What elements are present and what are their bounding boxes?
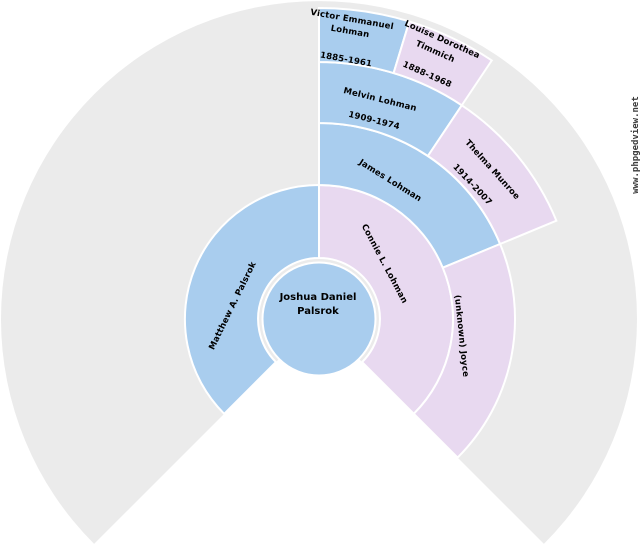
center-person-circle[interactable] bbox=[261, 261, 377, 377]
segment-victor-emmanuel-lohman[interactable] bbox=[318, 6, 411, 75]
center-person-name-line2[interactable]: Palsrok bbox=[297, 306, 339, 317]
segment-louise-dorothea-timmich[interactable] bbox=[392, 20, 494, 107]
phpgedview-watermark: www.phpgedview.net bbox=[631, 96, 640, 194]
center-person-name-line1[interactable]: Joshua Daniel bbox=[279, 292, 357, 303]
segment-matthew-a-palsrok[interactable] bbox=[183, 183, 320, 416]
center-person-name[interactable]: Joshua Daniel Palsrok bbox=[280, 291, 357, 319]
